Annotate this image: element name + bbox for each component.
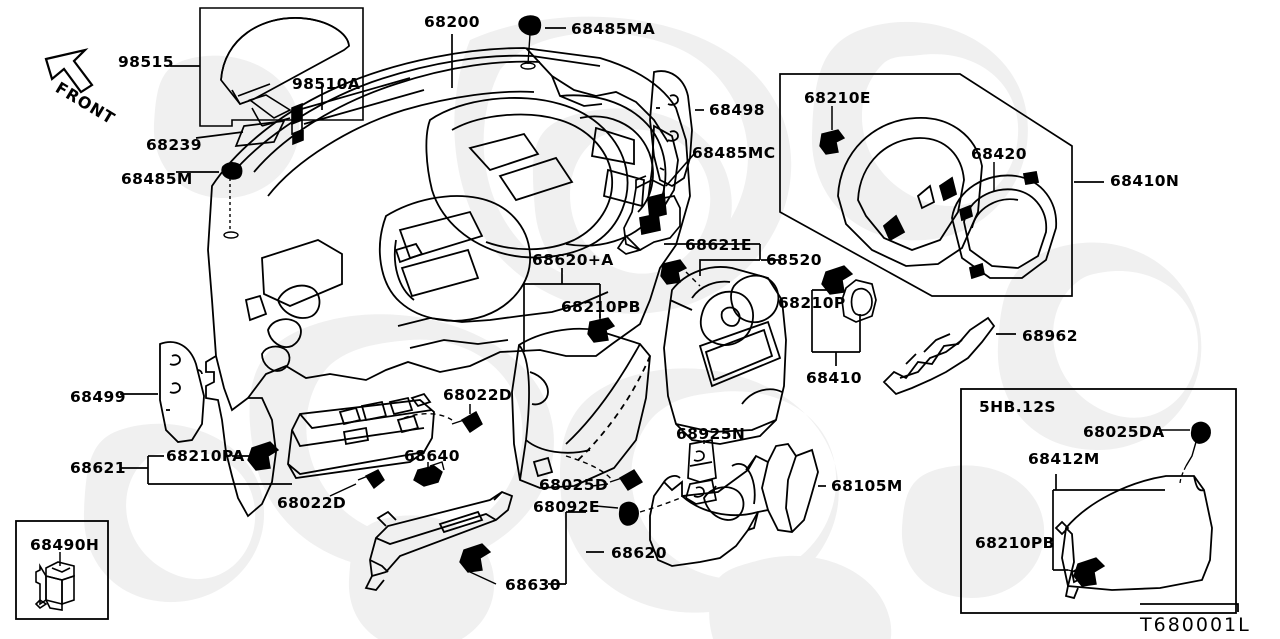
part-68962	[882, 316, 996, 396]
label-68210PB-centre: 68210PB	[561, 298, 641, 316]
diagram-code: T680001L	[1140, 614, 1251, 636]
part-68490H	[34, 552, 75, 611]
label-68962: 68962	[1022, 327, 1078, 345]
label-68092E: 68092E	[533, 498, 600, 516]
label-68485MC: 68485MC	[692, 144, 776, 162]
label-68210P: 68210P	[778, 294, 846, 312]
part-68485MA	[518, 15, 566, 70]
part-68498	[649, 70, 704, 188]
label-68620: 68620	[611, 544, 667, 562]
bracket-68412M	[1052, 474, 1165, 571]
label-68925N: 68925N	[676, 425, 746, 443]
label-68640: 68640	[404, 447, 460, 465]
grade-box-5HB12S	[960, 388, 1237, 614]
label-68025D: 68025D	[539, 476, 609, 494]
part-68022D-upper	[403, 404, 483, 433]
part-68025D	[565, 455, 643, 491]
part-68485MC	[616, 153, 695, 255]
diagram-code-bracket	[1140, 603, 1239, 612]
cluster-lid-group-box-68410N	[779, 73, 1073, 297]
label-68022D-lower: 68022D	[277, 494, 347, 512]
part-68025DA	[1160, 421, 1211, 485]
sunvisor-part-98515	[220, 17, 350, 106]
part-68022D-lower	[329, 469, 385, 497]
label-68485MA: 68485MA	[571, 20, 656, 38]
part-68520-centre-finisher	[663, 266, 787, 445]
part-68210E	[819, 106, 846, 155]
part-68105M	[649, 443, 819, 567]
part-68092E	[595, 493, 691, 526]
part-68620-lower-finisher	[364, 490, 514, 591]
part-68239	[195, 119, 286, 147]
label-68200: 68200	[424, 13, 480, 31]
part-68210P	[821, 265, 854, 295]
label-68630: 68630	[505, 576, 561, 594]
label-68620-a: 68620+A	[532, 251, 614, 269]
label-68210PB-box: 68210PB	[975, 534, 1055, 552]
bracket-68621E-68520	[664, 243, 780, 276]
label-68022D-upper: 68022D	[443, 386, 513, 404]
label-68105M: 68105M	[831, 477, 903, 495]
label-5hb12s: 5HB.12S	[979, 398, 1056, 416]
part-68630	[459, 543, 497, 585]
label-68412M: 68412M	[1028, 450, 1100, 468]
sunvisor-clip-98510A	[248, 94, 304, 146]
part-68499	[120, 341, 205, 443]
cluster-lid-68410N-body	[837, 117, 983, 267]
part-68640	[413, 461, 445, 487]
label-98510A: 98510A	[292, 75, 361, 93]
label-68210PA: 68210PA	[166, 447, 245, 465]
part-68621E	[660, 259, 701, 287]
glovebox-68621	[287, 392, 435, 479]
front-direction-arrow	[44, 48, 94, 94]
label-68498: 68498	[709, 101, 765, 119]
fuse-box-68490H	[15, 520, 109, 620]
label-68410N: 68410N	[1110, 172, 1180, 190]
bracket-68621	[120, 455, 292, 485]
part-68210PB-centre	[587, 314, 616, 343]
instrument-panel-68200	[205, 47, 691, 518]
part-68210PA	[247, 441, 280, 471]
label-68499: 68499	[70, 388, 126, 406]
part-68420-cluster-mask	[951, 162, 1057, 280]
label-68490H: 68490H	[30, 536, 100, 554]
label-68485M: 68485M	[121, 170, 193, 188]
bracket-68620A	[523, 268, 601, 352]
label-68210E: 68210E	[804, 89, 871, 107]
label-68420: 68420	[971, 145, 1027, 163]
label-68621: 68621	[70, 459, 126, 477]
sunvisor-detail-box	[199, 7, 364, 127]
label-68410: 68410	[806, 369, 862, 387]
part-68210PB-box	[1067, 557, 1106, 587]
label-68025DA: 68025DA	[1083, 423, 1165, 441]
label-68520: 68520	[766, 251, 822, 269]
label-68239: 68239	[146, 136, 202, 154]
label-68621E: 68621E	[685, 236, 752, 254]
bracket-68410	[811, 289, 861, 366]
label-98515: 98515	[118, 53, 174, 71]
part-68410-knob	[841, 279, 877, 323]
bracket-68620-68630	[548, 511, 604, 585]
